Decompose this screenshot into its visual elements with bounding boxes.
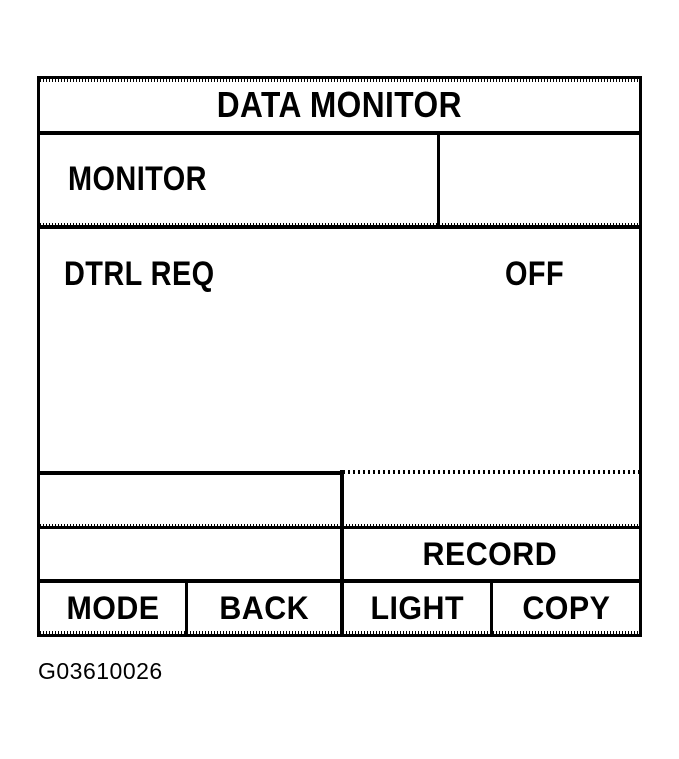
copy-button[interactable]: COPY xyxy=(490,583,639,634)
back-button-label: BACK xyxy=(219,590,309,626)
data-item-name: DTRL REQ xyxy=(64,255,215,293)
title-separator xyxy=(40,131,639,135)
figure-caption: G03610026 xyxy=(38,658,163,684)
status-separator xyxy=(40,526,639,529)
record-row-empty-cell xyxy=(40,529,340,579)
monitor-separator-hatch xyxy=(40,223,639,226)
data-area-separator-right xyxy=(343,470,639,474)
mode-button-label: MODE xyxy=(65,590,160,626)
monitor-header-label: MONITOR xyxy=(68,159,207,198)
screen-title: DATA MONITOR xyxy=(216,84,463,125)
title-bar: DATA MONITOR xyxy=(40,79,639,131)
screen-inner: DATA MONITOR MONITOR DTRL REQ OFF xyxy=(40,79,639,634)
status-separator-hatch xyxy=(40,524,639,527)
record-button[interactable]: RECORD xyxy=(340,529,639,579)
monitor-separator xyxy=(40,225,639,229)
record-button-label: RECORD xyxy=(422,535,557,572)
data-area-separator-left xyxy=(40,471,343,475)
monitor-header-row: MONITOR xyxy=(40,135,639,223)
lower-section-divider xyxy=(340,470,344,634)
record-row: RECORD xyxy=(40,529,639,579)
top-edge-hatch xyxy=(40,79,639,82)
monitor-header-divider xyxy=(437,135,440,225)
back-button[interactable]: BACK xyxy=(185,583,340,634)
light-button-label: LIGHT xyxy=(370,590,464,626)
data-area: DTRL REQ OFF xyxy=(40,229,639,471)
record-separator xyxy=(40,579,639,583)
copy-button-label: COPY xyxy=(521,590,611,626)
data-item-value: OFF xyxy=(505,255,565,293)
mode-button[interactable]: MODE xyxy=(40,583,185,634)
bottom-edge-hatch xyxy=(40,631,639,634)
scan-tool-screen: DATA MONITOR MONITOR DTRL REQ OFF xyxy=(37,76,642,637)
light-button[interactable]: LIGHT xyxy=(340,583,490,634)
